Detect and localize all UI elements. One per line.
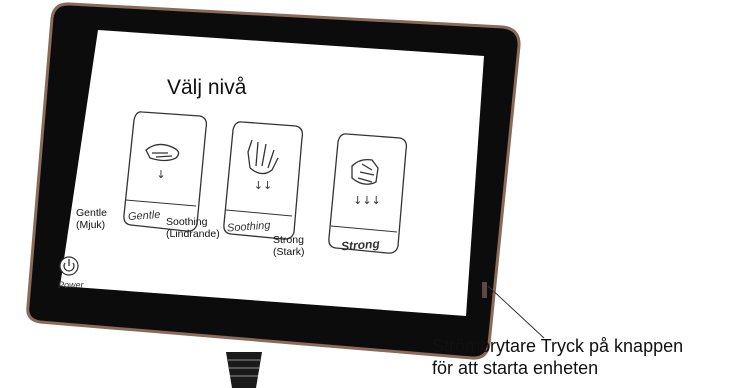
arrows-soothing: ↓↓ [254, 179, 272, 192]
palm-hand-icon [247, 139, 279, 175]
level-card-gentle[interactable]: ↓ [123, 111, 208, 232]
power-caption: Power [58, 280, 84, 290]
power-icon [63, 259, 75, 272]
level-label-strong-en: Strong [273, 234, 304, 246]
card-caption-strong: Strong [340, 236, 381, 254]
power-callout-line1: Strömbrytare Tryck på knappen [432, 336, 684, 356]
level-label-gentle-sv: (Mjuk) [76, 219, 106, 231]
level-label-soothing-sv: (Lindrande) [166, 228, 220, 240]
fist-hand-icon [351, 158, 379, 185]
level-label-gentle: Gentle (Mjuk) [76, 207, 107, 231]
callout-line [487, 285, 545, 339]
level-card-soothing[interactable]: ↓↓ [223, 121, 304, 240]
level-label-gentle-en: Gentle [76, 207, 107, 219]
device-stand [226, 352, 262, 388]
open-hand-icon [145, 143, 180, 162]
side-power-button[interactable] [482, 282, 487, 298]
arrows-strong: ↓↓↓ [353, 194, 381, 207]
card-caption-gentle: Gentle [127, 208, 161, 224]
power-callout-line2: för att starta enheten [432, 358, 599, 378]
arrows-gentle: ↓ [156, 168, 165, 181]
level-label-soothing-en: Soothing [166, 216, 208, 228]
power-callout: Strömbrytare Tryck på knappen för att st… [432, 335, 683, 379]
page-title: Välj nivå [167, 76, 247, 99]
level-label-strong-sv: (Stark) [273, 246, 305, 258]
power-button[interactable] [59, 256, 79, 276]
level-label-strong: Strong (Stark) [273, 234, 305, 258]
level-label-soothing: Soothing (Lindrande) [166, 216, 220, 240]
level-card-strong[interactable]: ↓↓↓ [328, 133, 408, 254]
